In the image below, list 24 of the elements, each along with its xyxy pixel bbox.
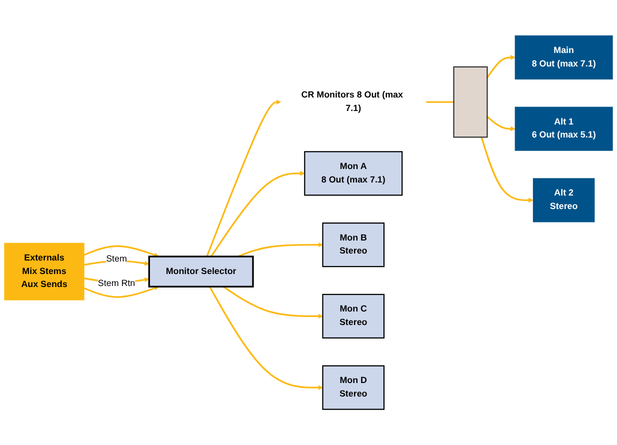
- arrow: [84, 286, 160, 298]
- arrow: [238, 242, 323, 258]
- node-box: Alt 1 6 Out (max 5.1): [514, 106, 613, 151]
- arrow: [486, 116, 516, 132]
- arrow: [486, 54, 516, 78]
- node-box: Mon A 8 Out (max 7.1): [304, 151, 403, 196]
- node-box: Mon C Stereo: [322, 294, 385, 338]
- arrow: [480, 136, 534, 203]
- node-box: Monitor Selector: [148, 256, 254, 288]
- edge-label: Stem Rtn: [98, 278, 136, 288]
- arrow: [84, 245, 160, 258]
- node-box: Alt 2 Stereo: [532, 178, 595, 222]
- connector: [426, 101, 454, 103]
- arrow: [210, 170, 305, 257]
- node-text: CR Monitors 8 Out (max 7.1): [301, 90, 403, 114]
- node-bar: [453, 66, 488, 138]
- arrow: [222, 286, 323, 319]
- node-box: Mon D Stereo: [322, 365, 385, 410]
- node-box: Main 8 Out (max 7.1): [514, 35, 613, 80]
- arrow: [208, 286, 323, 390]
- node-box: Mon B Stereo: [322, 222, 385, 268]
- arrow: [206, 100, 282, 257]
- edge-label: Stem: [106, 254, 127, 264]
- node-box: Externals Mix Stems Aux Sends: [4, 242, 84, 300]
